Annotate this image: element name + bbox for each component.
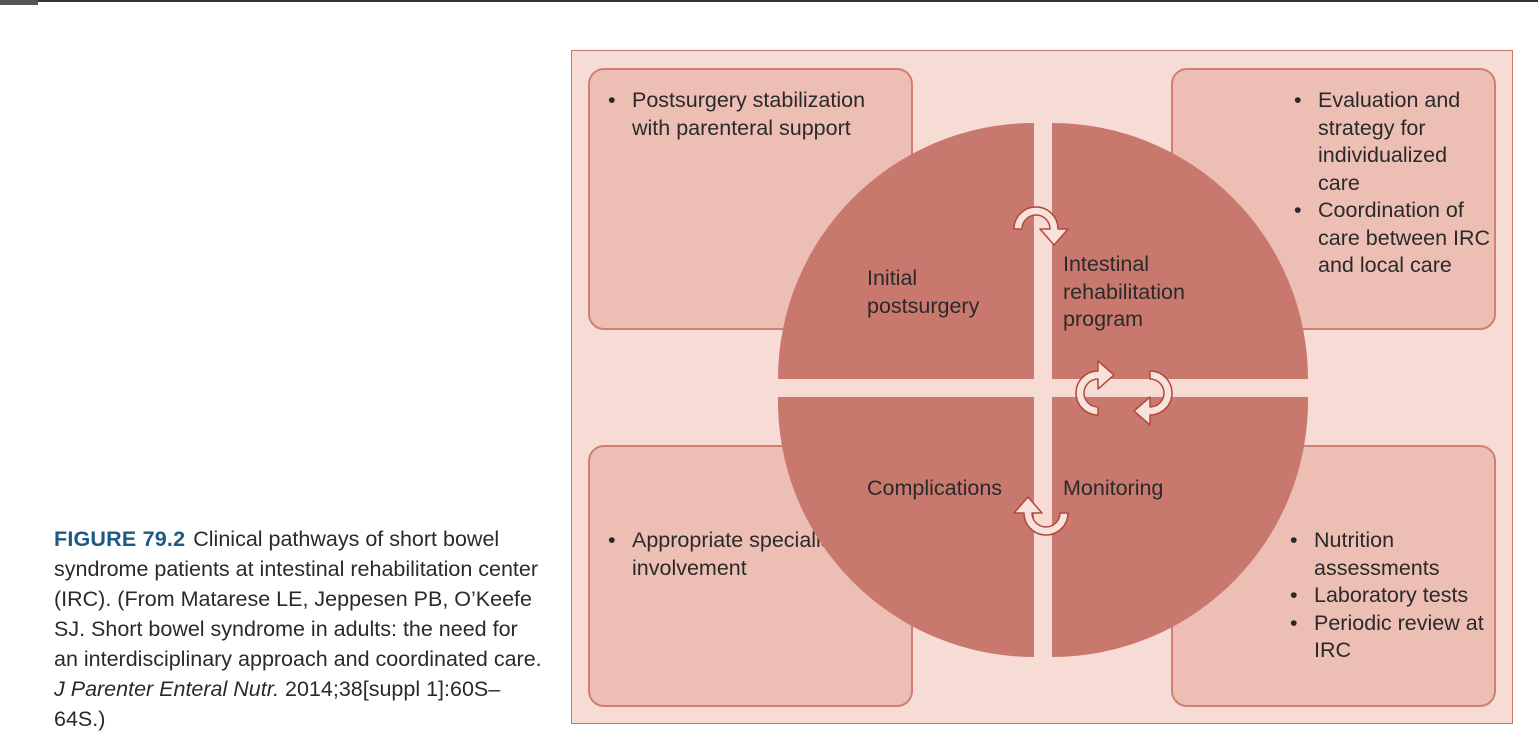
bullet-item: Postsurgery stabilization with parentera… xyxy=(606,87,866,142)
caption-journal: J Parenter Enteral Nutr. xyxy=(54,677,280,701)
label-complications: Complications xyxy=(867,476,1003,500)
caption-citation: 2014;38[suppl 1]:60S–64S.) xyxy=(54,677,501,731)
top-rule xyxy=(0,0,1538,2)
bullet-item: Laboratory tests xyxy=(1288,582,1488,610)
bullet-item: Appropriate specialist involvement xyxy=(606,527,866,582)
quadrant-complications xyxy=(777,397,1034,657)
bullet-list: Evaluation and strategy for individualiz… xyxy=(1292,87,1492,280)
bullet-item: Nutrition assessments xyxy=(1288,527,1488,582)
label-monitoring: Monitoring xyxy=(1063,476,1164,500)
bullet-list: Nutrition assessments Laboratory tests P… xyxy=(1288,527,1488,665)
label-initial-postsurgery: Initial postsurgery xyxy=(867,266,980,318)
bullet-item: Evaluation and strategy for individualiz… xyxy=(1292,87,1492,197)
bullet-item: Coordination of care between IRC and loc… xyxy=(1292,197,1492,280)
quadrant-initial-postsurgery xyxy=(778,123,1034,379)
top-tab xyxy=(0,0,38,5)
label-rehabilitation-program: Intestinal rehabilitation program xyxy=(1063,252,1185,331)
bullet-list: Postsurgery stabilization with parentera… xyxy=(606,87,866,142)
caption-text: Clinical pathways of short bowel syndrom… xyxy=(54,527,542,671)
quadrant-rehabilitation-program xyxy=(1052,123,1308,379)
bullet-list: Appropriate specialist involvement xyxy=(606,527,866,582)
bullet-item: Periodic review at IRC xyxy=(1288,610,1488,665)
figure-label: FIGURE 79.2 xyxy=(54,527,186,551)
quadrant-monitoring xyxy=(1052,397,1309,657)
quadrant-circle xyxy=(777,123,1309,657)
pathway-diagram: Postsurgery stabilization with parentera… xyxy=(571,50,1513,724)
